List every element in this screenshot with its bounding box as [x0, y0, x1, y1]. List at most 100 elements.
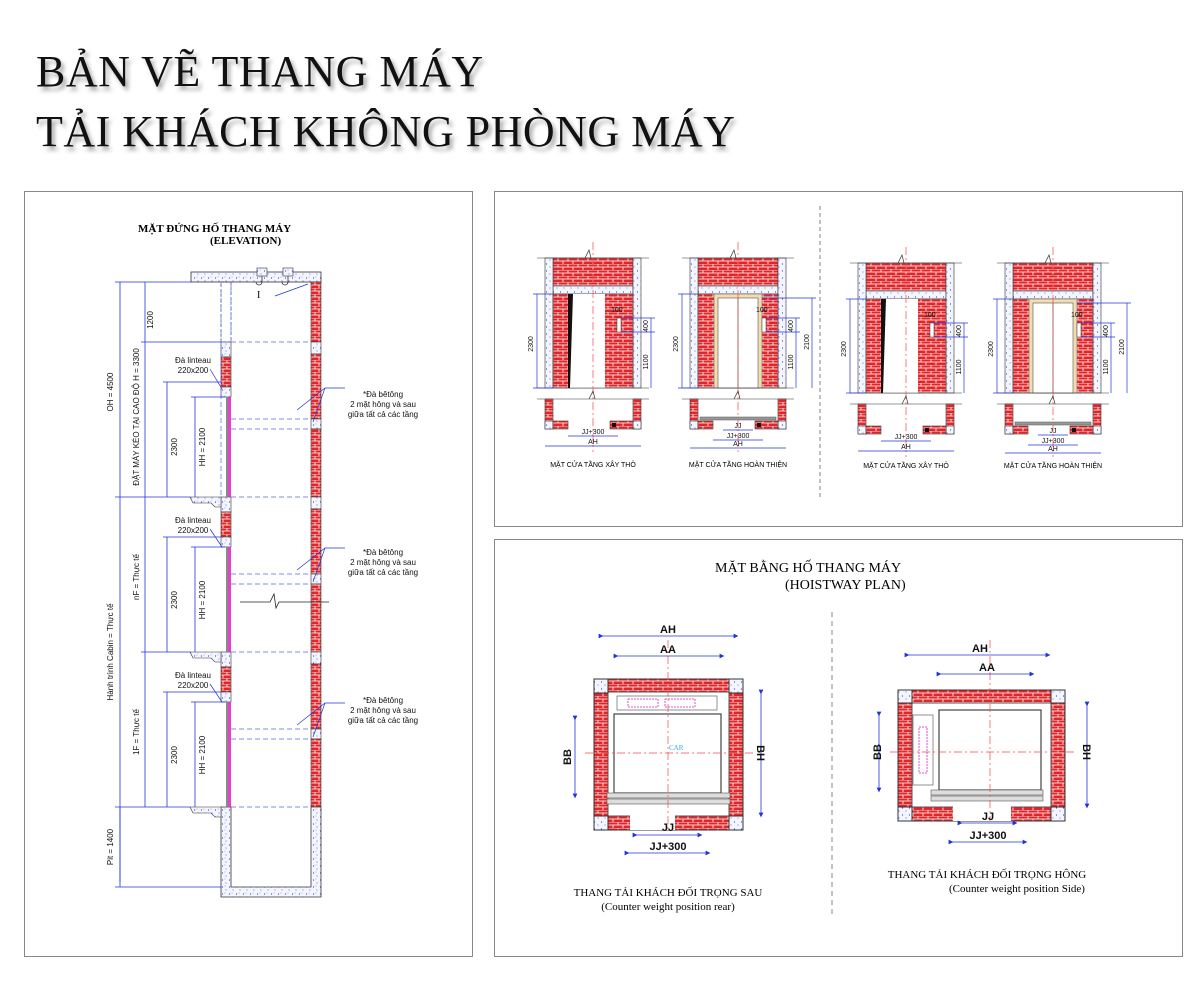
dim-jj300: JJ+300 [582, 429, 605, 436]
rear-caption: THANG TẢI KHÁCH ĐỐI TRỌNG SAU [574, 886, 763, 899]
counterweight [616, 695, 718, 711]
concrete-note: *Đà bêtông [363, 548, 403, 557]
dim-aa: AA [979, 662, 995, 674]
dim-1f: 1F = Thực tế [132, 709, 141, 755]
lintel-size: 220x200 [178, 681, 209, 690]
dim-2300: 2300 [841, 341, 848, 357]
dim-1100: 1100 [788, 354, 795, 369]
lintel-size: 220x200 [178, 526, 209, 535]
dim-1100: 1100 [1103, 359, 1110, 374]
concrete-note: giữa tất cả các tầng [348, 410, 418, 419]
dim-nf: nF = Thực tế [132, 554, 141, 600]
door-caption: MẶT CỬA TẦNG XÂY THÔ [863, 460, 949, 470]
hook-mount [282, 267, 294, 277]
concrete-note: giữa tất cả các tầng [348, 568, 418, 577]
dim-400: 400 [1103, 325, 1110, 337]
dim-bh: BH [1080, 744, 1092, 760]
dim-2300: 2300 [673, 336, 680, 352]
door-finished-drawing: 2300 100 400 1100 2100 JJ [673, 242, 816, 469]
dimension-lines [115, 281, 225, 888]
page-title-line-2: TẢI KHÁCH KHÔNG PHÒNG MÁY [36, 107, 736, 156]
elevation-title: MẶT ĐỨNG HỐ THANG MÁY [138, 222, 291, 235]
concrete-note: 2 mặt hông và sau [350, 400, 416, 409]
side-subcaption: (Counter weight position Side) [949, 883, 1085, 895]
landing-door-panel: 2300 100 400 1100 [494, 191, 1183, 527]
dim-100: 100 [756, 307, 768, 314]
door-rough-drawing: 2300 100 400 1100 [841, 247, 968, 470]
landing-door-drawings: 2300 100 400 1100 [528, 206, 1131, 497]
dim-hh: HH = 2100 [198, 580, 207, 619]
concrete-note: giữa tất cả các tầng [348, 716, 418, 725]
hook-label: I [257, 290, 260, 301]
dim-jj: JJ [1050, 428, 1057, 435]
dim-1100: 1100 [956, 359, 963, 374]
dim-bb: BB [562, 749, 574, 765]
floor-dashed-lines [220, 282, 311, 808]
hoistway-plan-drawings: MẶT BẰNG HỐ THANG MÁY (HOISTWAY PLAN) CA… [562, 558, 1092, 915]
dim-ah: AH [660, 624, 676, 636]
dim-jj: JJ [735, 423, 742, 430]
door-rough-drawing: 2300 100 400 1100 [528, 242, 655, 469]
plan-counterweight-rear: CAR AH AA BB BH JJ JJ+300 THANG TẢI KHÁC… [562, 624, 766, 913]
car [613, 713, 722, 794]
dim-jj300: JJ+300 [969, 830, 1006, 842]
landing-doors [226, 397, 231, 807]
dim-2300: 2300 [170, 746, 179, 764]
break-line [240, 592, 329, 610]
lintel-label: Đà linteau [175, 516, 211, 525]
dim-jj300: JJ+300 [727, 433, 750, 440]
dim-2300: 2300 [988, 341, 995, 357]
lintel-label: Đà linteau [175, 671, 211, 680]
concrete-note: 2 mặt hông và sau [350, 558, 416, 567]
dim-400: 400 [643, 320, 650, 332]
lintel-size: 220x200 [178, 366, 209, 375]
hoistway-plan-panel: MẶT BẰNG HỐ THANG MÁY (HOISTWAY PLAN) CA… [494, 539, 1183, 957]
dim-2300: 2300 [528, 336, 535, 352]
lintel-label: Đà linteau [175, 356, 211, 365]
door-caption: MẶT CỬA TẦNG XÂY THÔ [550, 459, 636, 469]
dim-bb: BB [872, 744, 884, 760]
dim-travel: Hành trình Cabin = Thực tế [106, 603, 115, 701]
dim-100: 100 [611, 307, 623, 314]
dim-pit: Pit = 1400 [106, 828, 115, 865]
dim-ah: AH [588, 439, 598, 446]
roof-slab [190, 271, 322, 283]
dim-2100: 2100 [1119, 339, 1126, 355]
dim-oh: OH = 4500 [106, 372, 115, 411]
dim-jj300: JJ+300 [649, 841, 686, 853]
rear-wall-brick [310, 281, 322, 343]
dim-jj300: JJ+300 [895, 434, 918, 441]
hook-icon [255, 276, 289, 286]
elevation-panel: MẶT ĐỨNG HỐ THANG MÁY (ELEVATION) I [24, 191, 473, 957]
dim-100: 100 [924, 312, 936, 319]
door-caption: MẶT CỬA TẦNG HOÀN THIỆN [1004, 460, 1102, 470]
rear-subcaption: (Counter weight position rear) [601, 901, 735, 913]
dim-2100: 2100 [804, 334, 811, 350]
dim-2300: 2300 [170, 438, 179, 456]
dim-aa: AA [660, 644, 676, 656]
elevation-drawing: MẶT ĐỨNG HỐ THANG MÁY (ELEVATION) I [106, 222, 418, 898]
elevation-subtitle: (ELEVATION) [210, 235, 281, 247]
dim-hh: HH = 2100 [198, 735, 207, 774]
dim-ah: AH [901, 444, 911, 451]
dim-jj300: JJ+300 [1042, 438, 1065, 445]
dim-ah: AH [972, 643, 988, 655]
dim-machine-height: ĐẶT MÁY KÉO TẠI CAO ĐỘ H = 3300 [132, 348, 141, 486]
dim-jj: JJ [982, 811, 994, 823]
dim-ah: AH [733, 441, 743, 448]
car-label: CAR [669, 744, 684, 752]
concrete-note: *Đà bêtông [363, 390, 403, 399]
dim-400: 400 [956, 325, 963, 337]
dim-hh: HH = 2100 [198, 427, 207, 466]
dim-ah: AH [1048, 446, 1058, 453]
dim-bh: BH [754, 745, 766, 761]
dim-400: 400 [788, 320, 795, 332]
dim-2300: 2300 [170, 591, 179, 609]
dim-100: 100 [1071, 312, 1083, 319]
plan-title: MẶT BẰNG HỐ THANG MÁY [715, 558, 901, 576]
side-caption: THANG TẢI KHÁCH ĐỐI TRỌNG HÔNG [888, 868, 1087, 881]
dim-top-1200: 1200 [146, 311, 155, 329]
page-title-line-1: BẢN VẼ THANG MÁY [36, 47, 484, 96]
concrete-note: 2 mặt hông và sau [350, 706, 416, 715]
shaft-walls [189, 341, 322, 898]
